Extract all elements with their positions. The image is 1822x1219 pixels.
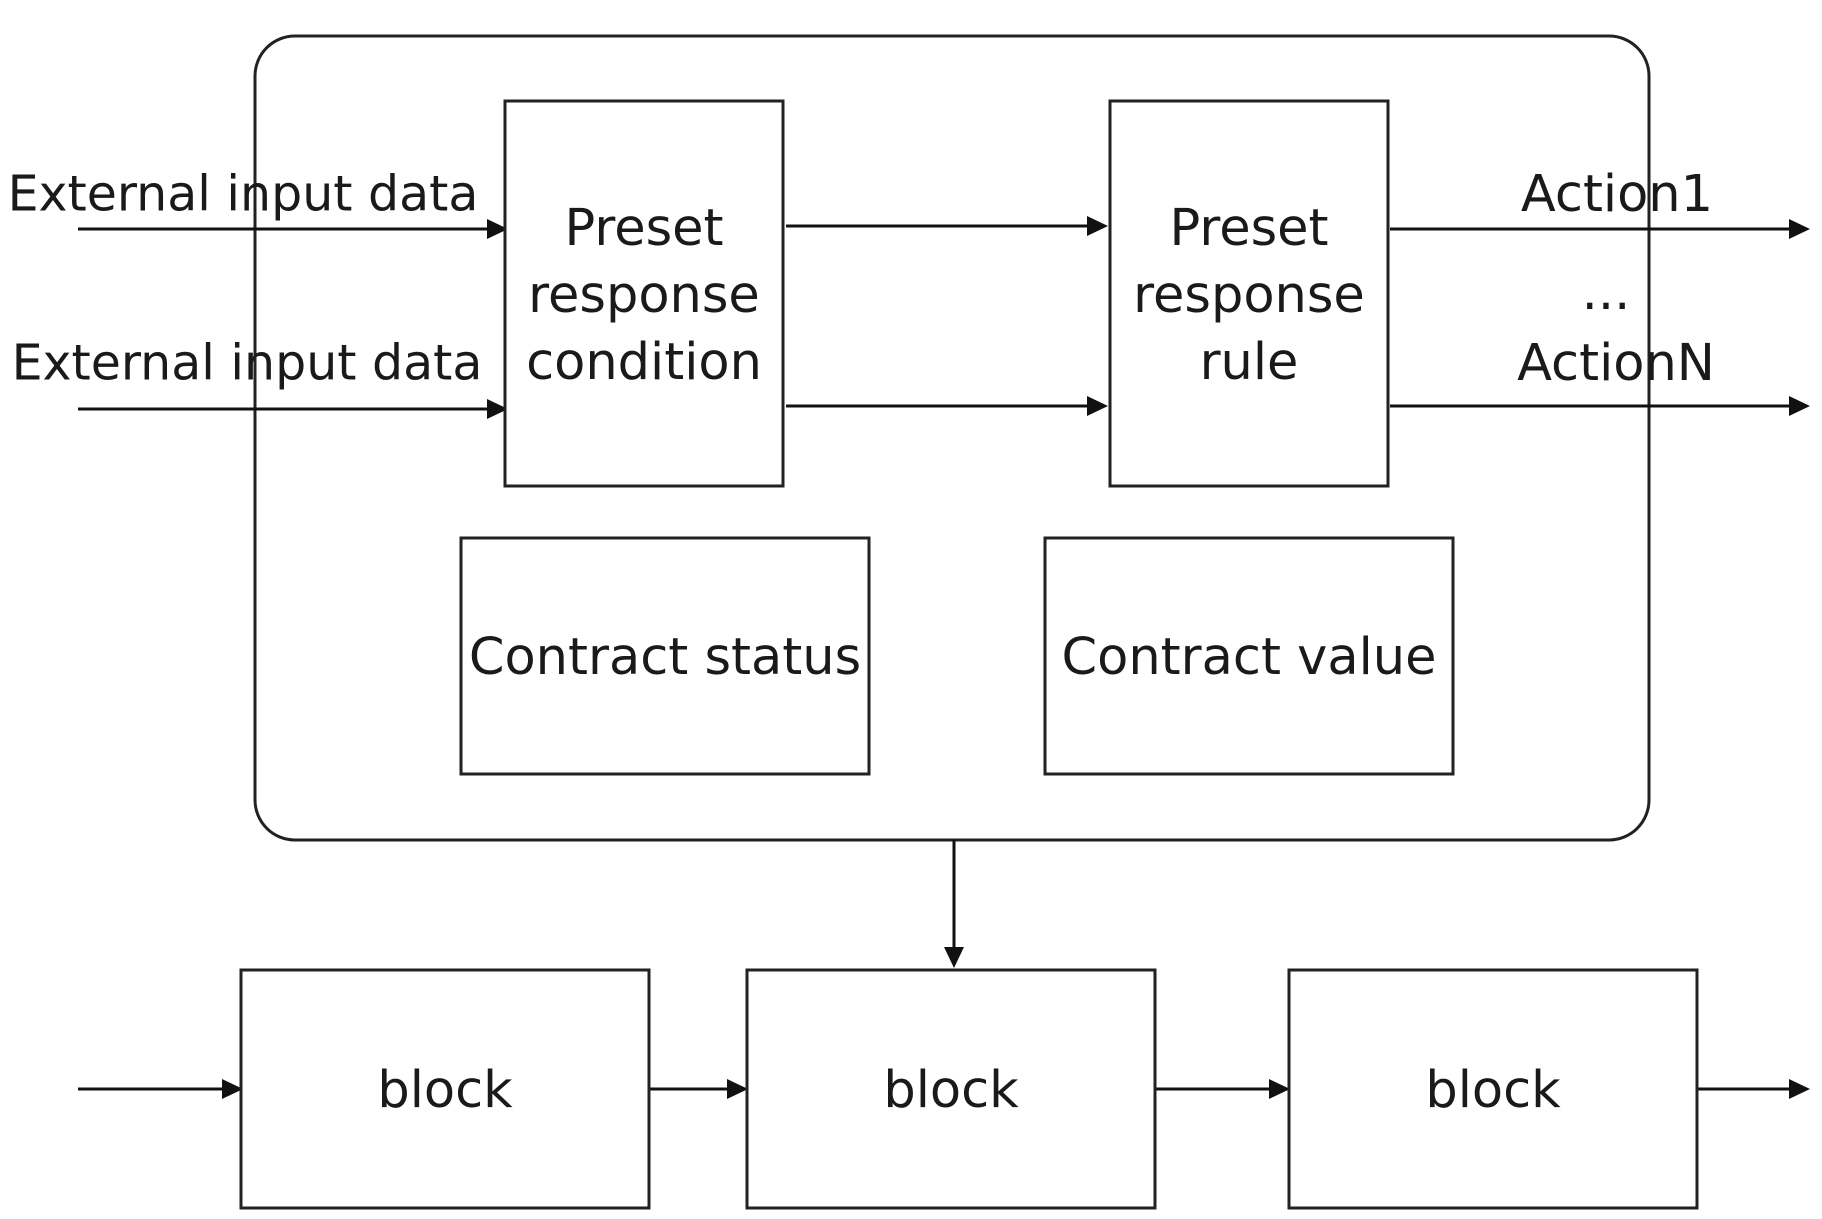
block-label-1: block	[377, 1061, 513, 1120]
input-label-2: External input data	[12, 335, 483, 392]
input-arrow-1-head	[487, 219, 508, 239]
preset-response-rule-box	[1108, 99, 1390, 488]
output-arrow-2-head	[1789, 396, 1810, 416]
block-label-2: block	[883, 1061, 1019, 1120]
rule-line-1: Preset	[1169, 199, 1328, 258]
block-box-2	[745, 968, 1157, 1210]
block-box-3	[1287, 968, 1699, 1210]
chain-arrow-in-head	[222, 1079, 243, 1099]
condition-line-3: condition	[526, 333, 762, 392]
contract-value-box	[1043, 536, 1455, 776]
action-first-label: Action1	[1521, 165, 1713, 224]
output-arrow-1-head	[1789, 219, 1810, 239]
contract-status-label: Contract status	[469, 628, 861, 687]
condition-line-1: Preset	[564, 199, 723, 258]
input-label-1: External input data	[8, 166, 479, 223]
chain-arrow-2-3-head	[1269, 1079, 1290, 1099]
rule-line-3: rule	[1200, 333, 1299, 392]
chain-arrow-1-2-head	[727, 1079, 748, 1099]
preset-response-condition-box	[503, 99, 785, 488]
condition-to-rule-arrow-1-head	[1087, 216, 1108, 236]
block-label-3: block	[1425, 1061, 1561, 1120]
input-arrow-2-head	[487, 399, 508, 419]
contract-frame	[253, 34, 1651, 842]
contract-value-label: Contract value	[1062, 628, 1437, 687]
condition-to-rule-arrow-2-head	[1087, 396, 1108, 416]
block-box-1	[239, 968, 651, 1210]
action-last-label: ActionN	[1517, 334, 1715, 393]
condition-line-2: response	[528, 266, 760, 325]
chain-arrow-out-head	[1789, 1079, 1810, 1099]
action-ellipsis-label: ...	[1582, 263, 1631, 322]
contract-status-box	[459, 536, 871, 776]
frame-to-block-arrow-head	[944, 947, 964, 968]
rule-line-2: response	[1133, 266, 1365, 325]
